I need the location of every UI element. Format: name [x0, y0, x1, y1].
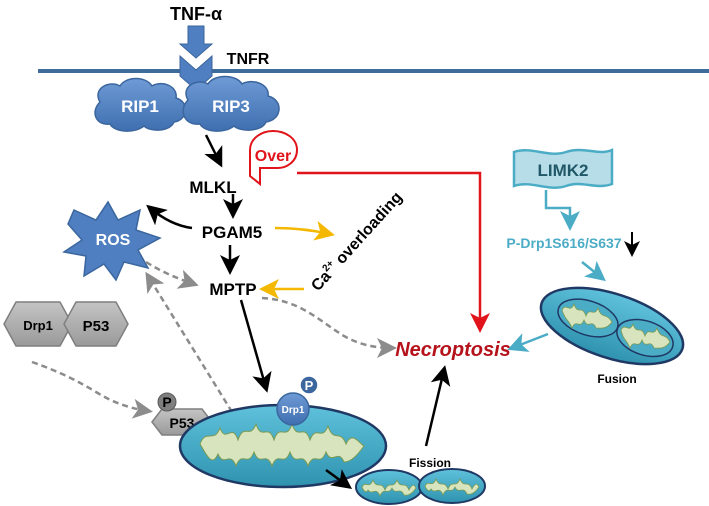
p53-hexagon: P53 — [63, 301, 129, 347]
limk2-banner: LIMK2 — [512, 148, 614, 189]
p53-phospho-badge-label: P — [162, 394, 171, 410]
fusion-label: Fusion — [597, 372, 636, 386]
limk2-label: LIMK2 — [538, 161, 589, 180]
over-callout: Over — [249, 129, 299, 187]
drp1-phospho-badge-label: P — [305, 378, 314, 393]
pgam5-label: PGAM5 — [202, 223, 262, 242]
drp1-phospho-circle: Drp1 P — [276, 375, 319, 426]
arrow-ros-to-mptp — [145, 260, 199, 289]
mptp-label: MPTP — [209, 280, 256, 299]
rip3-cloud: RIP3 — [182, 75, 280, 132]
p53-small-label: P53 — [170, 415, 195, 431]
ros-label: ROS — [96, 232, 131, 249]
mlkl-label: MLKL — [189, 178, 236, 197]
mitochondrion-large — [178, 403, 388, 489]
arrow-mptp-to-mitochondrion — [239, 299, 272, 393]
arrow-pgam5-to-ca — [274, 220, 335, 241]
arrow-fission-to-necroptosis — [424, 365, 451, 447]
arrow-rip-to-mlkl — [204, 134, 223, 168]
rip3-label: RIP3 — [212, 97, 250, 116]
ca-overloading-label: Ca2+ overloading — [307, 188, 406, 295]
arrow-drp1p53-to-p53 — [31, 360, 153, 419]
arrow-limk2-to-pdrp1 — [544, 190, 580, 231]
p53-hex-label: P53 — [83, 318, 110, 335]
necroptosis-label: Necroptosis — [395, 339, 511, 361]
fission-mitochondria — [355, 468, 486, 505]
p53-phospho-badge — [157, 392, 177, 412]
tnf-arrow-icon — [178, 25, 214, 59]
rip1-cloud: RIP1 — [94, 77, 187, 132]
over-label: Over — [255, 148, 291, 165]
tnf-alpha-label: TNF-α — [170, 4, 222, 24]
arrow-mitochondrion-to-fission — [325, 468, 353, 489]
fission-label: Fission — [409, 456, 451, 470]
arrow-mitochondrion-to-ros — [145, 271, 234, 413]
arrow-fusion-to-necroptosis — [507, 332, 549, 352]
tnfr-receptor-icon — [179, 54, 213, 91]
tnfr-label: TNFR — [227, 51, 270, 68]
arrow-pgam5-to-ros — [146, 204, 193, 230]
fusion-mitochondrion — [539, 286, 685, 366]
p-drp1-label: P-Drp1S616/S637 — [506, 235, 621, 251]
arrow-pdrp1-to-fusion — [581, 260, 606, 282]
drp1-hex-label: Drp1 — [23, 318, 53, 333]
drp1-phospho-badge — [299, 375, 319, 395]
arrow-mlkl-to-necroptosis — [297, 171, 490, 333]
ros-starburst: ROS — [62, 200, 162, 282]
rip1-label: RIP1 — [121, 97, 159, 116]
drp1-hexagon: Drp1 — [3, 301, 73, 347]
svg-text:Ca2+ overloading: Ca2+ overloading — [307, 188, 406, 295]
drp1-circle-label: Drp1 — [282, 405, 305, 416]
arrow-mptp-to-necroptosis — [261, 296, 397, 358]
